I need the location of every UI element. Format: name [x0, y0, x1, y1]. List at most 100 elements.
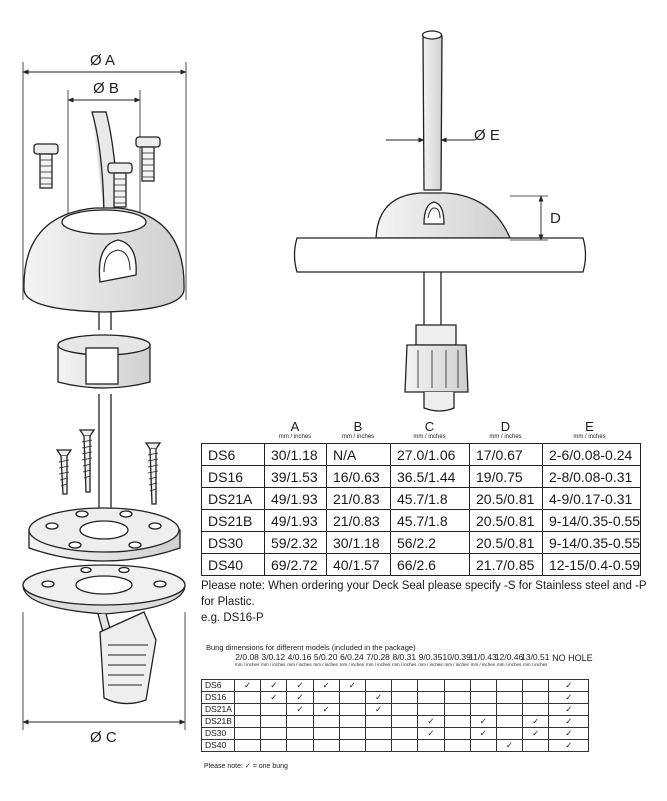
screw-left — [33, 143, 59, 189]
dim-col-letter: D — [500, 419, 511, 434]
value-cell: 16/0.63 — [326, 465, 391, 488]
bung-check-cell — [391, 727, 419, 740]
installed-view — [293, 30, 587, 412]
bung-check-cell — [286, 739, 314, 752]
bung-check-cell — [469, 739, 497, 752]
table-row: DS21B✓✓✓✓ — [201, 715, 590, 728]
bung-check-cell — [522, 739, 550, 752]
model-cell: DS6 — [201, 443, 265, 466]
bung-legend-text: = one bung — [252, 763, 288, 770]
bung-check-cell: ✓ — [338, 679, 366, 692]
bung-check-cell: ✓ — [286, 703, 314, 716]
dim-col-unit: mm / inches — [278, 434, 312, 440]
bung-check-cell — [417, 739, 445, 752]
rubber-bung — [57, 334, 151, 389]
ordering-note-example: e.g. DS16-P — [201, 612, 264, 624]
bung-size-unit: mm / inches — [287, 662, 312, 667]
dim-col-unit: mm / inches — [341, 434, 375, 440]
dim-d-label: D — [550, 210, 561, 227]
bung-check-cell — [469, 691, 497, 704]
bung-check-cell — [338, 739, 366, 752]
value-cell: 9-14/0.35-0.55 — [541, 531, 642, 554]
check-icon: ✓ — [532, 716, 540, 726]
check-icon: ✓ — [565, 728, 573, 738]
deck-plate — [293, 237, 587, 273]
value-cell: 45.7/1.8 — [390, 509, 470, 532]
bung-check-cell — [443, 739, 471, 752]
value-cell: 40/1.57 — [326, 553, 391, 576]
bung-check-cell: ✓ — [312, 679, 340, 692]
check-icon: ✓ — [505, 740, 514, 750]
bung-check-cell — [522, 703, 550, 716]
screw-left-long — [55, 449, 73, 495]
bung-size-label: 5/0.20 — [313, 652, 338, 662]
value-cell: 49/1.93 — [264, 509, 327, 532]
bung-model-cell: DS16 — [201, 691, 235, 704]
cable-gland-left — [97, 611, 157, 705]
bung-size-unit: mm / inches — [313, 662, 338, 667]
bung-check-cell — [260, 715, 288, 728]
bung-check-cell: ✓ — [495, 739, 524, 752]
bung-check-cell — [495, 679, 524, 692]
bung-legend: Please note: ✓ = one bung — [204, 762, 288, 770]
table-row: DS30✓✓✓✓ — [201, 727, 590, 740]
bung-check-cell — [443, 715, 471, 728]
bung-size-label: 7/0.28 — [366, 652, 390, 662]
dome-cap — [23, 207, 185, 313]
value-cell: 21.7/0.85 — [469, 553, 543, 576]
bung-size-unit: mm / inches — [418, 662, 443, 667]
bung-size-label: 10/0.39 — [442, 652, 471, 662]
bung-check-cell — [286, 727, 314, 740]
bung-model-cell: DS21B — [201, 715, 235, 728]
dim-col-letter: E — [585, 419, 594, 434]
bung-check-cell — [495, 691, 524, 704]
bung-check-cell — [338, 691, 366, 704]
value-cell: 9-14/0.35-0.55 — [541, 509, 642, 532]
bung-check-cell — [312, 727, 340, 740]
check-icon: ✓ — [270, 680, 278, 690]
cable-gland-right — [404, 344, 469, 393]
bung-check-cell — [469, 679, 497, 692]
check-icon: ✓ — [479, 728, 487, 738]
ordering-note-line1: Please note: When ordering your Deck Sea… — [201, 580, 647, 608]
check-icon: ✓ — [565, 716, 573, 726]
check-icon: ✓ — [565, 740, 573, 750]
bung-size-label: 13/0.51 — [521, 652, 550, 662]
bung-check-cell — [522, 691, 550, 704]
bung-check-cell: ✓ — [417, 727, 445, 740]
gasket — [22, 564, 186, 615]
value-cell: 66/2.6 — [390, 553, 470, 576]
bung-check-cell: ✓ — [548, 691, 590, 704]
model-cell: DS30 — [201, 531, 265, 554]
check-icon: ✓ — [374, 692, 383, 702]
dim-col-unit: mm / inches — [573, 434, 606, 440]
bung-check-cell — [391, 715, 419, 728]
value-cell: 19/0.75 — [469, 465, 543, 488]
screw-center-long — [78, 429, 96, 493]
bung-check-cell — [233, 715, 262, 728]
table-row: DS16✓✓✓✓ — [201, 691, 590, 704]
value-cell: 36.5/1.44 — [390, 465, 470, 488]
bung-size-label: 3/0.12 — [261, 652, 286, 662]
bung-check-cell — [364, 715, 393, 728]
bung-check-cell: ✓ — [548, 739, 590, 752]
bung-check-cell — [233, 727, 262, 740]
value-cell: 30/1.18 — [326, 531, 391, 554]
check-icon: ✓ — [427, 716, 435, 726]
bung-size-unit: mm / inches — [261, 662, 286, 667]
bung-size-label: 6/0.24 — [340, 652, 364, 662]
value-cell: 56/2.2 — [390, 531, 470, 554]
